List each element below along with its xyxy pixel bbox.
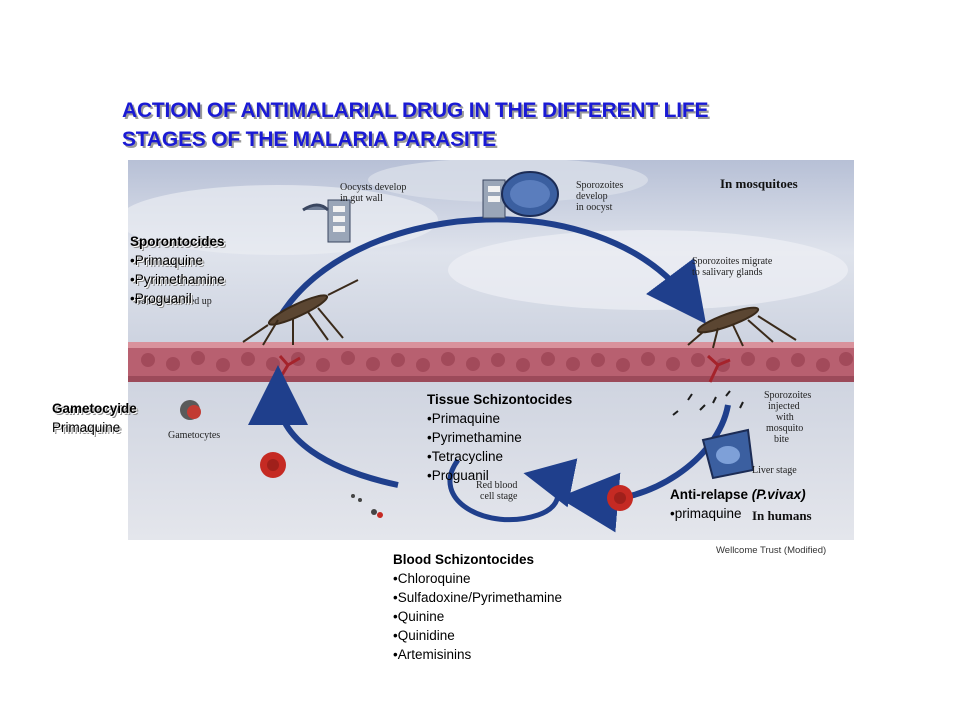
oocyst-with-sporozoites [482, 171, 559, 219]
anti-relapse-item: •primaquine [670, 506, 742, 521]
sporozoites [672, 390, 744, 416]
cycle-arrow-left [248, 365, 399, 488]
oocyst-in-gut-wall [302, 199, 351, 243]
svg-text:Oocysts develop in gut w: Oocysts develop in gut wall [340, 182, 409, 204]
blood-schizontocides-item: •Artemisinins [393, 647, 472, 662]
svg-text:Red blood cell stage: Red blood cell stage [476, 480, 520, 502]
gametocyide-label: Gametocyide Primaquine [52, 399, 137, 437]
tissue-schizontocides-label: Tissue Schizontocides •Primaquine •Pyrim… [427, 390, 572, 485]
svg-text:Sporozoites injected: Sporozoites injected with mosquito bite [764, 390, 814, 445]
anti-relapse-label: Anti-relapse (P.vivax) •primaquine [670, 485, 806, 523]
sporozoites-injected-caption-1: Sporozoites [764, 390, 811, 401]
svg-text:Sporozoites develop: Sporozoites develop in oocyst [576, 180, 626, 213]
sporozoites-migrate-caption-2: to salivary glands [692, 267, 763, 278]
blood-schizontocides-item: •Quinidine [393, 628, 455, 643]
life-cycle-illustration: Oocysts develop in gut wall Sporozoites … [128, 160, 854, 540]
cloud [448, 230, 848, 310]
liver-stage-caption: Liver stage [752, 465, 797, 476]
sporontocides-item: •Proguanil [130, 291, 192, 306]
blood-schizontocides-item: •Sulfadoxine/Pyrimethamine [393, 590, 563, 605]
blood-schizontocides-heading: Blood Schizontocides [393, 552, 535, 567]
title-line-2: STAGES OF THE MALARIA PARASITE [122, 128, 496, 151]
sporontocides-item: •Primaquine [130, 253, 204, 268]
oocysts-caption-2: in gut wall [340, 193, 383, 204]
anti-relapse-qualifier: (P.vivax) [751, 487, 806, 502]
tissue-schizontocides-item: •Primaquine [427, 411, 501, 426]
mosquito-right [687, 306, 797, 349]
gametocyide-heading: Gametocyide [52, 401, 137, 416]
anti-relapse-heading-row: Anti-relapse (P.vivax) [670, 485, 806, 504]
blood-schizontocides-item: •Quinine [393, 609, 445, 624]
merozoite-cluster [351, 494, 383, 518]
red-blood-cell [607, 485, 633, 511]
gametocyide-item: Primaquine [52, 420, 121, 435]
in-humans-caption: In humans [752, 508, 812, 523]
skin-layer [128, 342, 854, 382]
tissue-schizontocides-item: •Tetracycline [427, 449, 504, 464]
blood-schizontocides-item: •Chloroquine [393, 571, 471, 586]
sporozoites-develop-caption-3: in oocyst [576, 202, 613, 213]
sporozoites-injected-caption-4: mosquito [766, 423, 803, 434]
sporozoites-develop-caption-1: Sporozoites [576, 180, 623, 191]
cloud [128, 185, 438, 255]
tissue-schizontocides-item: •Pyrimethamine [427, 430, 522, 445]
sporozoites-injected-caption-5: bite [774, 434, 790, 445]
sporozoites-develop-caption-2: develop [576, 191, 608, 202]
image-credit: Wellcome Trust (Modified) [716, 545, 827, 556]
tissue-schizontocides-item: •Proguanil [427, 468, 489, 483]
gametocyte-cells [180, 400, 286, 478]
sporontocides-item: •Pyrimethamine [130, 272, 225, 287]
tissue-schizontocides-heading: Tissue Schizontocides [427, 392, 573, 407]
cycle-arrow-top [275, 216, 707, 324]
title-line-1: ACTION OF ANTIMALARIAL DRUG IN THE DIFFE… [122, 99, 709, 122]
rbc-loop-arrow [447, 458, 578, 523]
blood-vessel-right [706, 354, 731, 383]
sporozoites-injected-caption-3: with [776, 412, 794, 423]
image-caption-text: Oocysts develop in gut wall Sporozoites … [134, 176, 814, 523]
sporozoites-injected-caption-2: injected [768, 401, 800, 412]
sporozoites-migrate-caption-1: Sporozoites migrate [692, 256, 773, 267]
page-title: ACTION OF ANTIMALARIAL DRUG IN THE DIFFE… [122, 96, 902, 154]
rbc-stage-caption-1: Red blood [476, 480, 517, 491]
svg-text:Sporozoites migrate to s: Sporozoites migrate to salivary glands [692, 256, 775, 278]
gametes-sucked-caption: Gametes sucked up [134, 296, 212, 307]
liver-cell [701, 428, 755, 480]
gametocytes-caption: Gametocytes [168, 430, 220, 441]
rbc-stage-caption-2: cell stage [480, 491, 518, 502]
anti-relapse-heading: Anti-relapse [670, 487, 749, 502]
mosquito-left [242, 279, 359, 346]
blood-schizontocides-label: Blood Schizontocides •Chloroquine •Sulfa… [393, 550, 562, 664]
sporontocides-heading: Sporontocides [130, 234, 225, 249]
in-mosquitoes-caption: In mosquitoes [720, 176, 798, 191]
oocysts-caption-1: Oocysts develop [340, 182, 406, 193]
sporontocides-label: Sporontocides •Primaquine •Pyrimethamine… [130, 232, 225, 308]
